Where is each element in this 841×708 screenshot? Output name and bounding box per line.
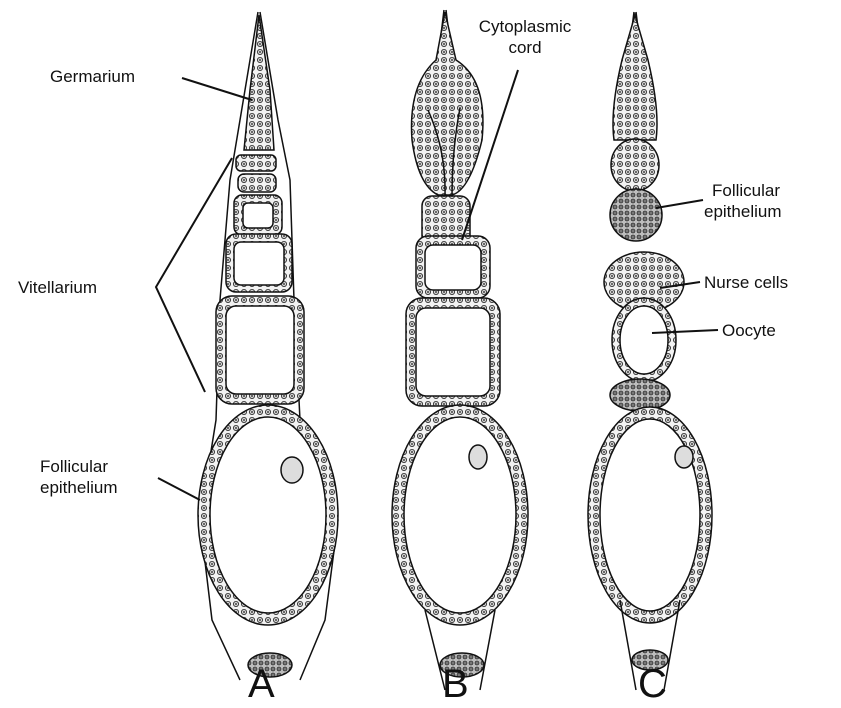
follicular-epithelium-c-chamber [610, 189, 662, 241]
leader-germarium [182, 78, 252, 100]
label-follicular-a-1: Follicular [40, 456, 108, 477]
germarium-a [244, 15, 274, 150]
label-cytoplasmic-2: cord [470, 37, 580, 58]
ovariole-b [392, 10, 528, 690]
egg-chamber-a1 [236, 155, 276, 171]
ovariole-a [198, 12, 338, 680]
label-follicular-c-1: Follicular [712, 180, 780, 201]
germarium-c [613, 15, 657, 140]
label-vitellarium: Vitellarium [18, 277, 97, 298]
leader-follicular-a [158, 478, 200, 500]
label-cytoplasmic-1: Cytoplasmic [470, 16, 580, 37]
label-follicular-a-2: epithelium [40, 477, 118, 498]
label-follicular-c-2: epithelium [704, 201, 782, 222]
leader-follicular-c [656, 200, 703, 208]
panel-label-b: B [442, 662, 469, 706]
panel-label-c: C [638, 662, 667, 706]
panel-label-a: A [248, 662, 275, 706]
label-oocyte: Oocyte [722, 320, 776, 341]
ovariole-c [588, 12, 712, 690]
label-germarium: Germarium [50, 66, 135, 87]
label-nurse-cells: Nurse cells [704, 272, 788, 293]
